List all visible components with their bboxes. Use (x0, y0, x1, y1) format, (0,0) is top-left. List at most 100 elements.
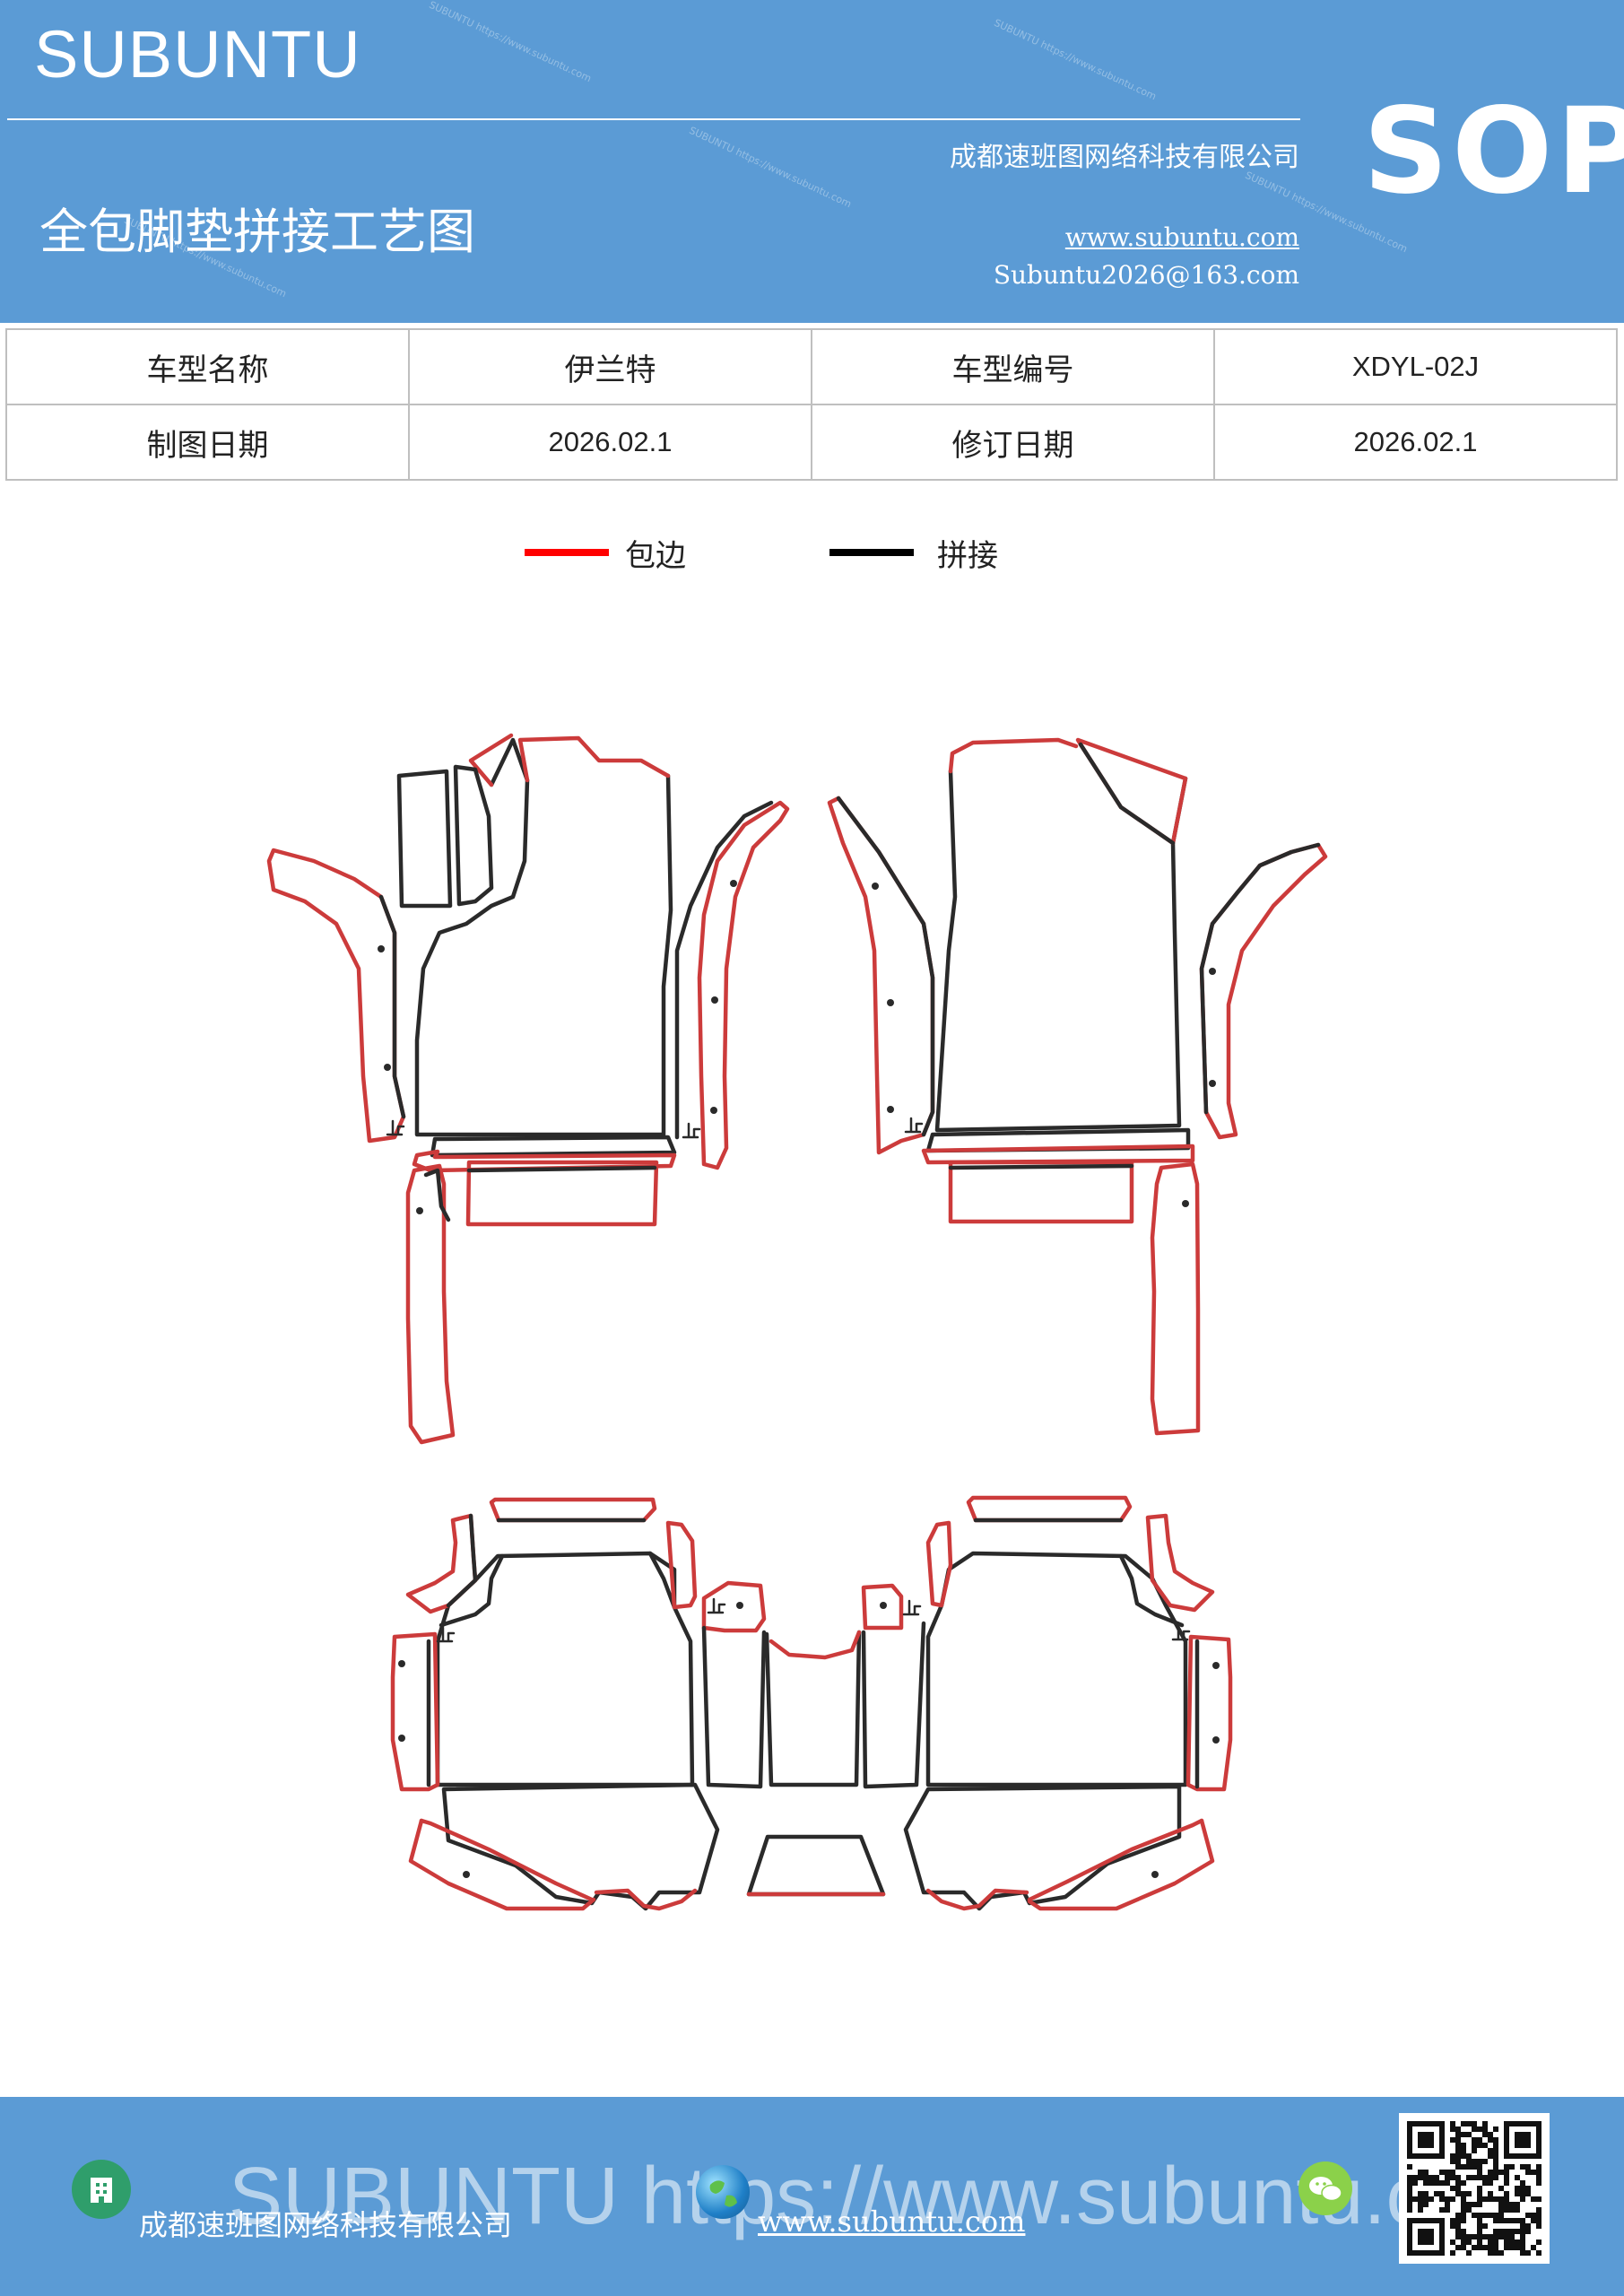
building-icon (72, 2160, 131, 2219)
footer-website-link[interactable]: www.subuntu.com (758, 2205, 1026, 2239)
table-cell: 2026.02.1 (408, 404, 812, 481)
fixing-dot (880, 1602, 887, 1609)
table-cell: 制图日期 (5, 404, 410, 481)
website-link[interactable]: www.subuntu.com (1064, 222, 1299, 252)
edge-line (1150, 1161, 1201, 1436)
table-cell: XDYL-02J (1213, 328, 1618, 405)
edge-line (1199, 842, 1328, 1140)
edge-line (405, 1163, 456, 1445)
clip-mark (904, 1117, 924, 1134)
edge-line (769, 1630, 862, 1660)
edge-line (921, 1144, 1195, 1165)
edge-line (489, 1497, 657, 1523)
edge-line (412, 1149, 677, 1173)
legend-swatch-seam (829, 549, 914, 556)
fixing-dot (416, 1207, 423, 1214)
company-name: 成都速班图网络科技有限公司 (950, 142, 1299, 173)
clip-mark (386, 1119, 405, 1136)
front-left-mat (266, 733, 790, 1445)
edge-line (1027, 1818, 1204, 1902)
edge-line (925, 1520, 953, 1608)
edge-line (419, 1818, 595, 1902)
edge-line (1075, 737, 1188, 846)
fixing-dot (887, 1106, 894, 1113)
seam-line (423, 1168, 451, 1222)
table-row: 制图日期 2026.02.1 修订日期 2026.02.1 (5, 404, 1618, 481)
wechat-icon (1298, 2161, 1352, 2215)
rear-mats (390, 1495, 1233, 1911)
seam-line (1078, 742, 1176, 846)
edge-line (948, 1160, 1134, 1224)
fixing-dot (736, 1602, 743, 1609)
edge-line (966, 1495, 1133, 1523)
edge-line (701, 1580, 767, 1633)
table-cell: 车型编号 (811, 328, 1215, 405)
fixing-dot (1151, 1871, 1159, 1878)
fixing-dot (378, 945, 385, 952)
clip-mark (902, 1599, 922, 1616)
seam-line (453, 764, 494, 907)
edge-line (594, 1888, 698, 1911)
clip-mark (682, 1122, 701, 1139)
edge-line (948, 737, 1079, 774)
fixing-dot (384, 1064, 391, 1071)
table-cell: 车型名称 (5, 328, 410, 405)
fixing-dot (398, 1660, 405, 1667)
fixing-dot (730, 880, 737, 887)
seam-line (647, 1551, 677, 1610)
fixing-dot (887, 999, 894, 1006)
seam-line (1199, 842, 1321, 1115)
seam-line (861, 1621, 926, 1789)
table-row: 车型名称 伊兰特 车型编号 XDYL-02J (5, 328, 1618, 405)
document-title: 全包脚垫拼接工艺图 (39, 204, 475, 260)
fixing-dot (1209, 1080, 1216, 1087)
seam-line (435, 1551, 695, 1787)
seam-line (414, 737, 673, 1137)
edge-line (827, 796, 935, 1155)
vehicle-info-table: 车型名称 伊兰特 车型编号 XDYL-02J 制图日期 2026.02.1 修订… (5, 328, 1618, 481)
seam-line (948, 1163, 1134, 1170)
fixing-dot (1182, 1200, 1189, 1207)
seam-line (1118, 1553, 1185, 1628)
edge-line (266, 848, 406, 1144)
sop-badge: SOP (1363, 83, 1624, 221)
seam-line (466, 1165, 657, 1173)
fixing-dot (1212, 1736, 1220, 1744)
seam-line (446, 1513, 478, 1608)
edge-line (1027, 1818, 1215, 1911)
clip-mark (1171, 1624, 1191, 1641)
table-cell: 伊兰特 (408, 328, 812, 405)
edge-line (1185, 1634, 1233, 1792)
edge-line (925, 1888, 1029, 1911)
email-address: Subuntu2026@163.com (993, 260, 1299, 290)
seam-line (439, 1553, 505, 1628)
seam-line (396, 769, 453, 909)
edge-line (1145, 1513, 1215, 1613)
legend-label-seam: 拼接 (937, 538, 998, 574)
edge-line (517, 735, 671, 783)
header-banner: SUBUNTU SOP 成都速班图网络科技有限公司 全包脚垫拼接工艺图 www.… (0, 0, 1624, 323)
edge-line (465, 1160, 659, 1227)
clip-mark (707, 1597, 726, 1614)
brand-name: SUBUNTU (34, 17, 361, 91)
footer-company-name: 成都速班图网络科技有限公司 (139, 2208, 513, 2242)
seam-line (430, 1135, 677, 1158)
seam-line (674, 800, 774, 1140)
edge-line (390, 1631, 440, 1792)
fixing-dot (872, 883, 879, 890)
seam-line (701, 1625, 767, 1789)
edge-line (405, 1513, 478, 1614)
fixing-dot (710, 1107, 717, 1114)
seam-line (925, 1551, 1188, 1787)
table-cell: 2026.02.1 (1213, 404, 1618, 481)
seam-line (764, 1630, 862, 1787)
legend-swatch-edge (525, 549, 609, 556)
globe-icon (696, 2165, 750, 2219)
fixing-dot (1212, 1662, 1220, 1669)
seam-line (934, 769, 1188, 1133)
fixing-dot (398, 1735, 405, 1742)
fixing-dot (1209, 968, 1216, 975)
front-right-mat (827, 737, 1328, 1436)
edge-line (665, 1520, 698, 1610)
